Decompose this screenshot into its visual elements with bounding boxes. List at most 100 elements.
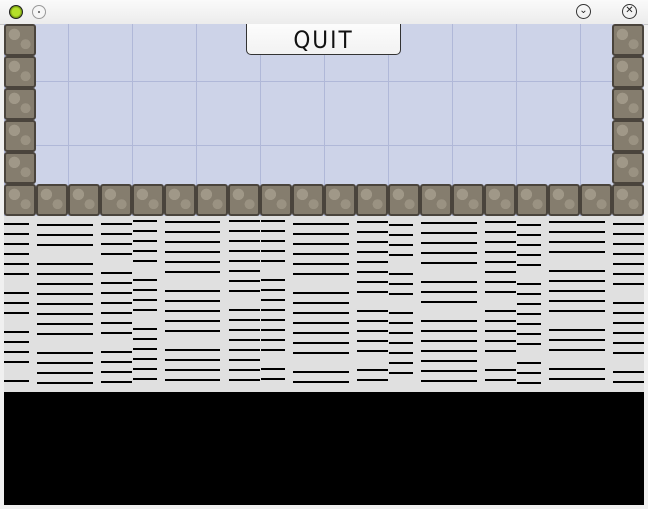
glitch-line xyxy=(485,241,516,243)
stone-tile xyxy=(484,184,516,216)
glitch-line xyxy=(165,251,220,253)
stone-tile xyxy=(4,56,36,88)
glitch-line xyxy=(357,379,388,381)
glitch-line xyxy=(613,322,644,324)
glitch-line xyxy=(389,244,413,246)
glitch-line xyxy=(485,291,516,293)
glitch-line xyxy=(421,222,477,224)
stone-tile xyxy=(612,120,644,152)
glitch-line xyxy=(293,381,349,383)
glitch-line xyxy=(229,250,260,252)
glitch-line xyxy=(261,378,285,380)
glitch-line xyxy=(229,260,260,262)
glitch-line xyxy=(549,221,605,223)
glitch-line xyxy=(485,379,516,381)
glitch-line xyxy=(133,309,157,311)
glitch-line xyxy=(517,303,541,305)
glitch-line xyxy=(389,332,413,334)
glitch-line xyxy=(389,342,413,344)
glitch-line xyxy=(293,371,349,373)
glitch-line xyxy=(261,299,285,301)
glitch-line xyxy=(357,251,388,253)
glitch-line xyxy=(421,370,477,372)
glitch-line xyxy=(389,283,413,285)
glitch-line xyxy=(389,352,413,354)
glitch-line xyxy=(485,330,516,332)
glitch-line xyxy=(613,253,644,255)
pin-icon[interactable] xyxy=(32,5,46,19)
chevron-down-icon[interactable]: ⌄ xyxy=(576,4,591,19)
glitch-line xyxy=(357,221,388,223)
close-icon[interactable]: ✕ xyxy=(622,4,637,19)
glitch-line xyxy=(261,289,285,291)
stone-tile xyxy=(36,184,68,216)
quit-button[interactable]: QUIT xyxy=(246,24,401,55)
glitch-line xyxy=(357,340,388,342)
glitch-line xyxy=(133,220,157,222)
glitch-line xyxy=(293,253,349,255)
glitch-line xyxy=(4,361,29,363)
stone-tile xyxy=(292,184,324,216)
glitch-line xyxy=(37,372,93,374)
glitch-line xyxy=(549,290,605,292)
glitch-line xyxy=(37,283,93,285)
glitch-line xyxy=(389,254,413,256)
glitch-line xyxy=(261,339,285,341)
glitch-line xyxy=(229,319,260,321)
glitch-line xyxy=(517,234,541,236)
glitch-line xyxy=(261,250,285,252)
glitch-line xyxy=(133,240,157,242)
glitch-line xyxy=(4,292,29,294)
glitch-line xyxy=(549,349,605,351)
game-canvas[interactable]: QUIT xyxy=(4,24,644,505)
glitch-line xyxy=(101,312,132,314)
glitch-line xyxy=(517,283,541,285)
glitch-line xyxy=(613,283,644,285)
stone-tile xyxy=(356,184,388,216)
glitch-line xyxy=(101,292,132,294)
stone-tile xyxy=(4,120,36,152)
glitch-line xyxy=(517,244,541,246)
glitch-line xyxy=(4,312,29,314)
glitch-line xyxy=(613,332,644,334)
glitch-line xyxy=(4,302,29,304)
glitch-line xyxy=(165,300,220,302)
glitch-line xyxy=(549,310,605,312)
glitch-line xyxy=(133,348,157,350)
glitch-line xyxy=(517,254,541,256)
glitch-line xyxy=(389,372,413,374)
glitch-line xyxy=(357,350,388,352)
glitch-line xyxy=(421,291,477,293)
glitch-line xyxy=(229,349,260,351)
glitch-line xyxy=(101,223,132,225)
glitch-line xyxy=(133,338,157,340)
glitch-line xyxy=(485,350,516,352)
glitch-line xyxy=(133,368,157,370)
glitch-line xyxy=(229,379,260,381)
glitch-line xyxy=(517,224,541,226)
glitch-line xyxy=(165,241,220,243)
glitch-line xyxy=(357,271,388,273)
glitch-line xyxy=(549,368,605,370)
glitch-line xyxy=(613,342,644,344)
glitch-line xyxy=(229,280,260,282)
glitch-line xyxy=(293,233,349,235)
stone-tile xyxy=(196,184,228,216)
glitch-line xyxy=(261,329,285,331)
glitch-line xyxy=(229,230,260,232)
glitch-line xyxy=(517,293,541,295)
glitch-line xyxy=(421,380,477,382)
app-gear-icon[interactable] xyxy=(9,5,23,19)
glitch-line xyxy=(517,343,541,345)
glitch-line xyxy=(421,232,477,234)
glitch-line xyxy=(165,349,220,351)
glitch-stripes-area xyxy=(4,216,644,392)
stone-tile xyxy=(580,184,612,216)
glitch-line xyxy=(37,362,93,364)
glitch-line xyxy=(357,310,388,312)
stone-tile xyxy=(420,184,452,216)
stone-tile xyxy=(612,152,644,184)
glitch-line xyxy=(517,382,541,384)
glitch-line xyxy=(133,250,157,252)
glitch-line xyxy=(293,342,349,344)
